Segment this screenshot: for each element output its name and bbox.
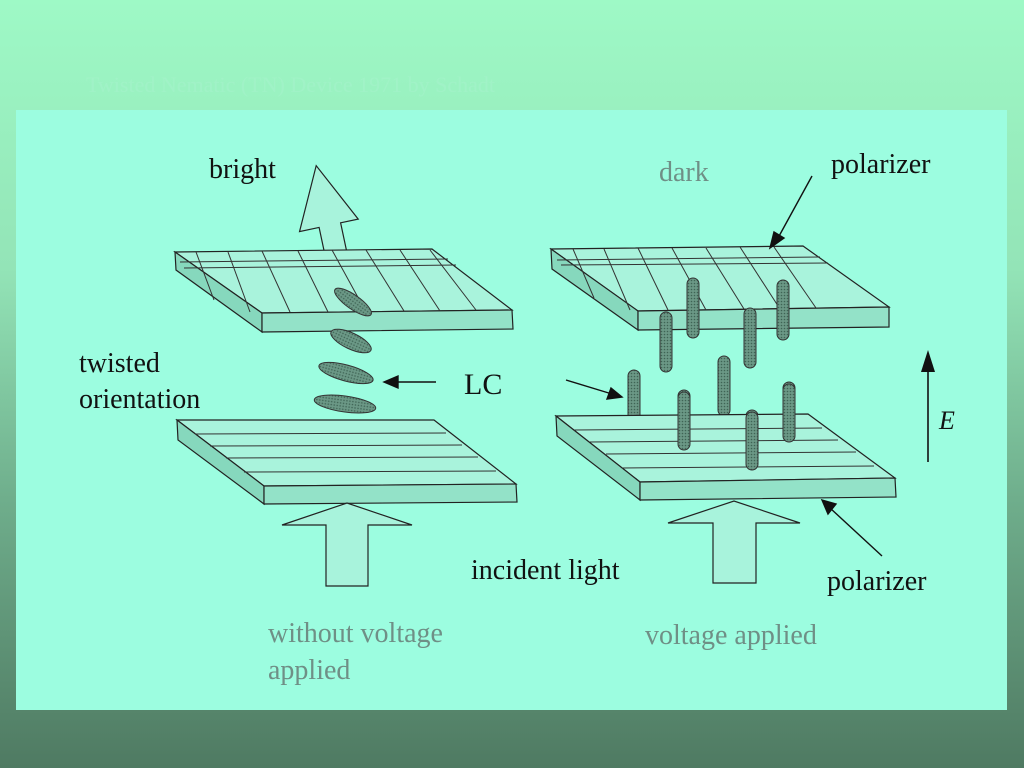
e-field-arrow — [921, 350, 935, 462]
polarizer-top-label: polarizer — [831, 149, 931, 180]
voltage-applied-label: voltage applied — [645, 620, 817, 651]
orientation-label: orientation — [79, 384, 200, 415]
applied-label: applied — [268, 655, 350, 686]
twisted-label: twisted — [79, 348, 160, 379]
polarizer-bottom-label: polarizer — [827, 566, 927, 597]
right-incident-light-arrow — [667, 500, 801, 584]
left-top-polarizer-plate — [173, 248, 514, 334]
right-bottom-polarizer-plate — [554, 383, 897, 502]
dark-label: dark — [659, 157, 709, 188]
without-voltage-label: without voltage — [268, 618, 443, 649]
slide-title: Twisted Nematic (TN) Device 1971 by Scha… — [86, 72, 496, 97]
left-incident-light-arrow — [281, 502, 413, 587]
e-field-label: E — [938, 406, 955, 435]
lc-label: LC — [464, 368, 502, 401]
incident-light-label: incident light — [471, 555, 620, 586]
bright-label: bright — [209, 154, 276, 185]
left-bottom-polarizer-plate — [175, 418, 518, 506]
pointer-arrows — [382, 175, 883, 557]
right-top-polarizer-plate — [549, 245, 891, 332]
diagram-panel — [16, 110, 1007, 710]
